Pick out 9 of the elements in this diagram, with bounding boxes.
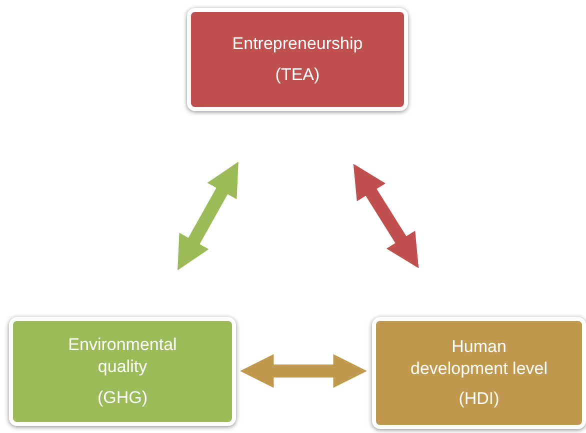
box-title: Entrepreneurship <box>232 33 363 56</box>
box-abbreviation: (GHG) <box>97 386 148 409</box>
box-abbreviation: (HDI) <box>458 388 500 410</box>
double-arrow <box>240 354 368 388</box>
box-title: Environmental quality <box>67 334 178 378</box>
box-abbreviation: (TEA) <box>275 64 320 86</box>
box-title: Human development level <box>409 336 549 380</box>
double-arrow <box>178 162 238 270</box>
double-arrow <box>353 164 419 268</box>
